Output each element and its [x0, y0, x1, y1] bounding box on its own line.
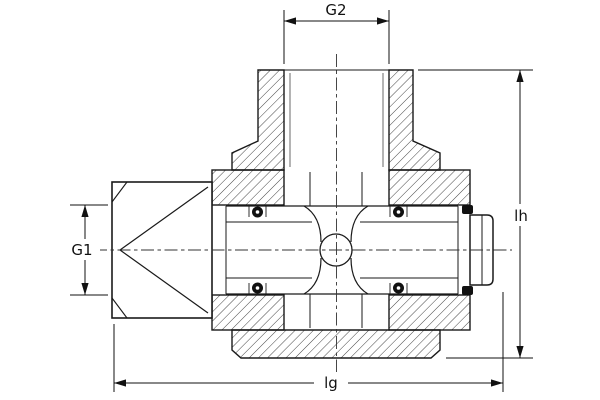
dimension-g1 — [66, 204, 108, 296]
arrowhead — [516, 70, 524, 82]
top-port-bore — [284, 69, 389, 167]
nut-chamfer-top — [111, 181, 128, 203]
spool-curve — [303, 205, 322, 243]
centerlines — [94, 54, 512, 372]
nut-chamfer-bottom — [111, 297, 128, 319]
dimension-g1-label: G1 — [71, 241, 92, 259]
end-seal-top — [462, 205, 473, 214]
arrowhead — [81, 205, 89, 217]
body-wall-top-left — [211, 169, 285, 206]
body-wall-bottom-right — [388, 294, 471, 331]
spool-curve — [350, 205, 369, 243]
arrowhead — [377, 17, 389, 25]
arrowhead — [491, 379, 503, 387]
dimension-lg — [113, 292, 504, 393]
arrowhead — [81, 283, 89, 295]
valve-body-section — [211, 69, 471, 359]
spool-curve — [350, 257, 369, 295]
dimension-g2-label: G2 — [325, 1, 346, 19]
dimension-lh-label: lh — [514, 207, 528, 225]
body-wall-top-right — [388, 169, 471, 206]
arrowhead — [114, 379, 126, 387]
dimension-lh — [418, 69, 536, 359]
arrowhead — [516, 346, 524, 358]
bottom-boss — [231, 329, 441, 359]
spool-curve — [303, 257, 322, 295]
arrowhead — [284, 17, 296, 25]
o-ring-seals — [252, 206, 404, 294]
top-port-wall-right — [388, 69, 441, 171]
end-seal-bottom — [462, 286, 473, 295]
body-wall-bottom-left — [211, 294, 285, 331]
dimension-lg-label: lg — [324, 374, 338, 392]
o-ring-grooves — [248, 206, 408, 294]
dimension-g2 — [283, 10, 390, 64]
